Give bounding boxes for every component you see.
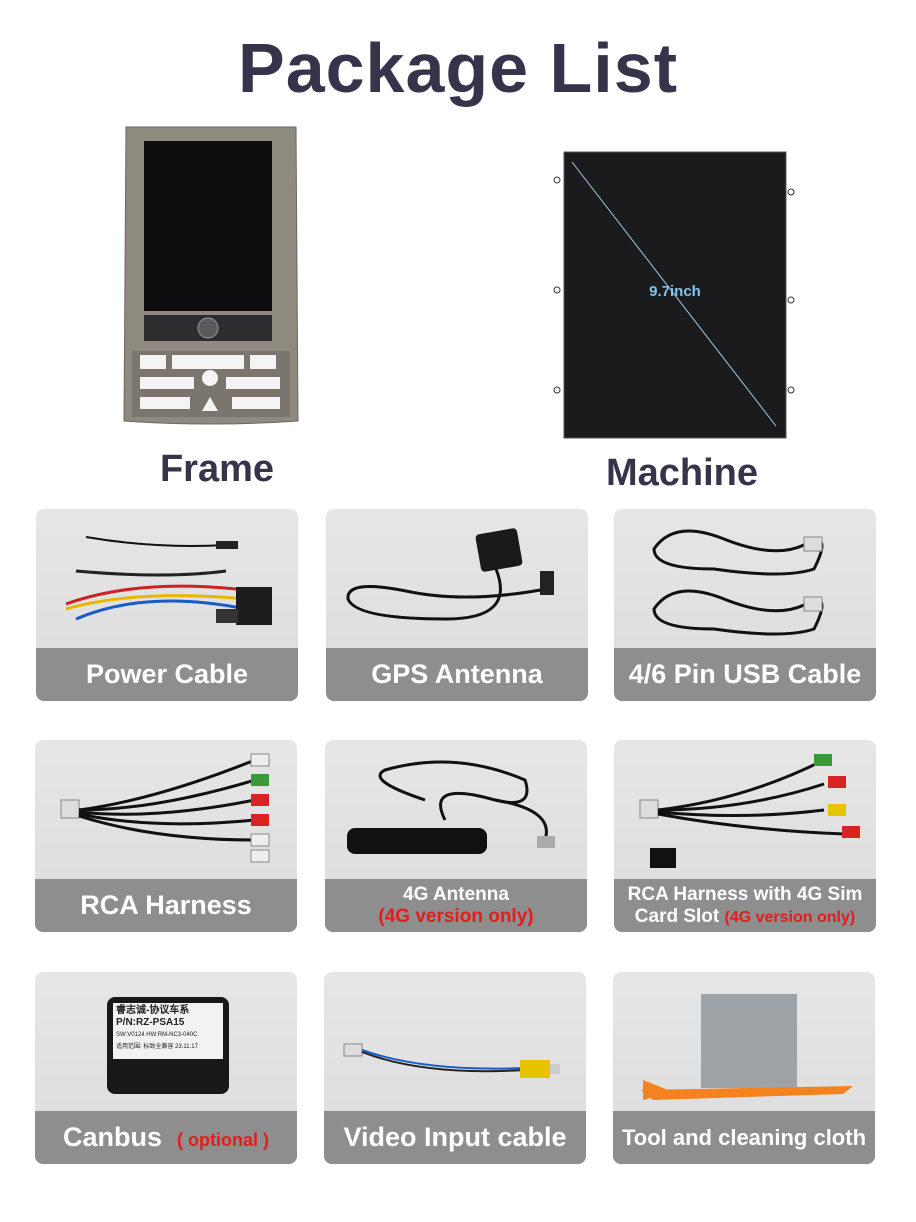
rca-harness-4g-label-line2: Card Slot	[634, 906, 720, 927]
power-cable-band: Power Cable	[36, 648, 298, 701]
4g-antenna-label: 4G Antenna	[403, 884, 509, 905]
item-video-input-cable: Video Input cable	[324, 972, 586, 1164]
rca-harness-4g-image	[614, 740, 876, 879]
canbus-line2: P/N:RZ-PSA15	[116, 1017, 185, 1028]
rca-harness-4g-label-line1: RCA Harness with 4G Sim	[627, 884, 863, 905]
usb-cable-label: 4/6 Pin USB Cable	[628, 659, 862, 689]
item-rca-harness: RCA Harness	[35, 740, 297, 932]
power-cable-label: Power Cable	[85, 659, 249, 689]
machine-label: Machine	[605, 452, 759, 494]
gps-antenna-image	[326, 509, 588, 648]
canbus-note: ( optional )	[177, 1130, 269, 1150]
rca-harness-4g-band: RCA Harness with 4G Sim Card Slot (4G ve…	[614, 879, 876, 932]
video-input-cable-image	[324, 972, 586, 1111]
usb-cable-band: 4/6 Pin USB Cable	[614, 648, 876, 701]
item-gps-antenna: GPS Antenna	[326, 509, 588, 701]
page-title: Package List	[238, 29, 678, 107]
tool-cloth-image	[613, 972, 875, 1111]
gps-antenna-label: GPS Antenna	[371, 659, 543, 689]
item-usb-cable: 4/6 Pin USB Cable	[614, 509, 876, 701]
rca-harness-image	[35, 740, 297, 879]
video-input-cable-band: Video Input cable	[324, 1111, 586, 1164]
rca-harness-band: RCA Harness	[35, 879, 297, 932]
canbus-sticker: 睿志诚-协议车系 P/N:RZ-PSA15 SW:V0124 HW:RM-NC3…	[113, 1003, 223, 1059]
canbus-box: 睿志诚-协议车系 P/N:RZ-PSA15 SW:V0124 HW:RM-NC3…	[107, 997, 229, 1094]
rca-harness-4g-note: (4G version only)	[724, 909, 856, 926]
frame-image	[122, 125, 300, 425]
gps-antenna-band: GPS Antenna	[326, 648, 588, 701]
item-rca-harness-4g: RCA Harness with 4G Sim Card Slot (4G ve…	[614, 740, 876, 932]
canbus-line4: 适用范围: 标致全兼容 23.11.17	[116, 1044, 198, 1050]
usb-cable-image	[614, 509, 876, 648]
tool-cloth-band: Tool and cleaning cloth	[613, 1111, 875, 1164]
rca-harness-label: RCA Harness	[80, 890, 252, 920]
item-tool-cloth: Tool and cleaning cloth	[613, 972, 875, 1164]
canbus-label: Canbus	[62, 1122, 162, 1152]
video-input-cable-label: Video Input cable	[343, 1122, 567, 1152]
tool-cloth-label: Tool and cleaning cloth	[621, 1125, 867, 1150]
machine-image: 9.7inch	[550, 150, 798, 440]
item-canbus: 睿志诚-协议车系 P/N:RZ-PSA15 SW:V0124 HW:RM-NC3…	[35, 972, 297, 1164]
item-power-cable: Power Cable	[36, 509, 298, 701]
power-cable-image	[36, 509, 298, 648]
frame-label: Frame	[159, 448, 275, 490]
canbus-band: Canbus ( optional )	[35, 1111, 297, 1164]
screen-size-label: 9.7inch	[649, 283, 701, 300]
4g-antenna-image	[325, 740, 587, 879]
item-4g-antenna: 4G Antenna (4G version only)	[325, 740, 587, 932]
canbus-line1: 睿志诚-协议车系	[116, 1005, 190, 1016]
4g-antenna-band: 4G Antenna (4G version only)	[325, 879, 587, 932]
4g-antenna-note: (4G version only)	[378, 906, 534, 927]
canbus-line3: SW:V0124 HW:RM-NC3-040C	[116, 1032, 198, 1038]
